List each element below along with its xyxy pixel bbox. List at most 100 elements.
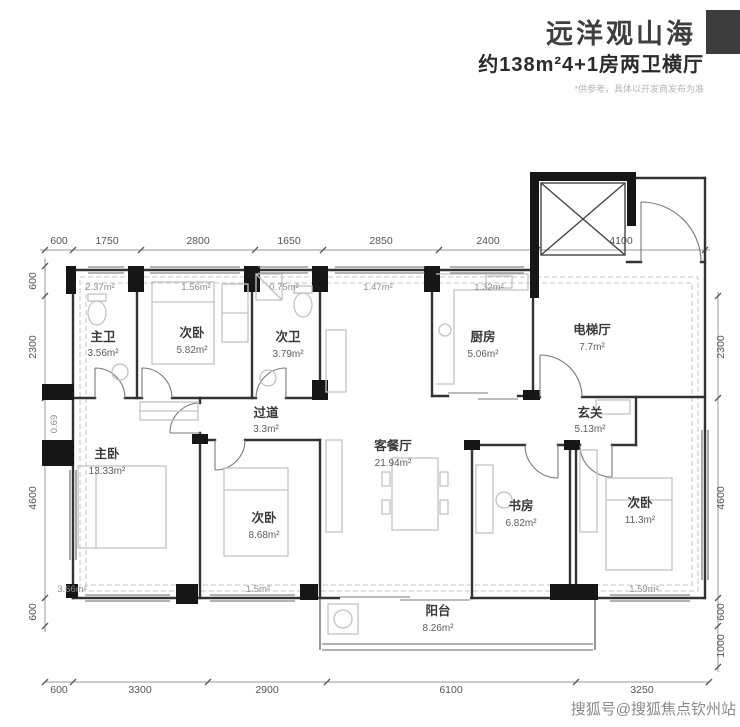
dimension-lines (40, 246, 722, 686)
desk-icon (475, 464, 513, 534)
dimension-numbers-bottom: 600 3300 2900 6100 3250 (50, 684, 654, 696)
room-name: 阳台 (425, 603, 450, 618)
brand-badge (706, 10, 740, 54)
room-area: 21.94m² (375, 458, 412, 469)
dim-bottom-4: 3250 (630, 684, 654, 696)
room-label-balcony: 阳台 8.26m² (422, 603, 454, 634)
dim-bottom-1: 3300 (128, 684, 152, 696)
bed-icon (223, 467, 289, 557)
doors (94, 201, 702, 479)
dim-left-3: 600 (27, 603, 39, 621)
unit-spec: 约138m²4+1房两卫横厅 (478, 54, 704, 76)
door-master-bath (94, 367, 126, 399)
dim-left-2: 4600 (27, 486, 39, 510)
room-area: 11.3m² (625, 515, 656, 526)
dim-bottom-3: 6100 (439, 684, 463, 696)
room-label-master-bedroom: 主卧 13.33m² (89, 446, 126, 477)
room-label-bedroom2: 次卧 5.82m² (176, 325, 208, 356)
shoe-cabinet-icon (595, 399, 631, 415)
dim-right-1: 4600 (715, 486, 727, 510)
door-bedroom2 (141, 367, 173, 399)
door-master-bedroom (169, 402, 201, 434)
room-name: 厨房 (470, 329, 495, 344)
room-area: 8.68m² (248, 530, 280, 541)
room-label-bath2: 次卫 3.79m² (272, 329, 304, 360)
dim-right-0: 2300 (715, 335, 727, 359)
room-name: 电梯厅 (573, 322, 611, 337)
project-title: 远洋观山海 (546, 19, 696, 49)
dim-top-2: 2800 (186, 235, 210, 247)
header: 远洋观山海 约138m²4+1房两卫横厅 *供参考，具体以开发商发布为准 (0, 0, 740, 110)
inner-dimension-labels: 2.37m² 1.56m² 0.75m² 1.47m² 1.32m² 3.66m… (49, 282, 659, 595)
dimension-numbers-top: 600 1750 2800 1650 2850 2400 4100 (50, 235, 633, 247)
room-name: 次卧 (251, 510, 277, 525)
door-building-entry (640, 201, 702, 263)
room-area: 5.13m² (574, 424, 606, 435)
bed-icon (605, 477, 673, 571)
kitchen-counter-icon (436, 273, 529, 385)
wardrobe-icon (221, 283, 249, 343)
dim-right-2: 600 (715, 603, 727, 621)
room-label-elevator-hall: 电梯厅 7.7m² (573, 322, 611, 353)
room-area: 5.82m² (176, 345, 208, 356)
room-area: 3.3m² (253, 424, 279, 435)
dim-bottom-0: 600 (50, 684, 68, 696)
room-label-bedroom4: 次卧 11.3m² (625, 495, 656, 526)
dim-left-0: 600 (27, 272, 39, 290)
door-bedroom3 (214, 439, 246, 471)
room-name: 主卫 (90, 329, 116, 344)
door-entry-foyer (539, 354, 583, 398)
room-name: 次卫 (275, 329, 301, 344)
room-labels: 主卫 3.56m² 次卧 5.82m² 次卫 3.79m² 厨房 5.06m² … (87, 322, 655, 634)
room-label-bedroom3: 次卧 8.68m² (248, 510, 280, 541)
dim-top-5: 2400 (476, 235, 500, 247)
room-label-kitchen: 厨房 5.06m² (467, 329, 499, 360)
inner-dim-top-1: 1.56m² (181, 282, 211, 293)
dim-top-1: 1750 (95, 235, 119, 247)
wardrobe-icon (139, 401, 199, 421)
room-label-corridor: 过道 3.3m² (253, 405, 279, 435)
room-area: 13.33m² (89, 466, 126, 477)
elevator-shaft-icon (540, 182, 626, 256)
toilet-icon (87, 293, 107, 326)
room-label-study: 书房 6.82m² (505, 498, 537, 529)
room-name: 玄关 (577, 405, 603, 420)
door-study (524, 444, 559, 479)
room-area: 3.79m² (272, 349, 304, 360)
inner-dim-left-niche: 0.69 (49, 415, 60, 434)
bed-icon (151, 281, 215, 365)
dim-top-6: 4100 (609, 235, 633, 247)
disclaimer-note: *供参考，具体以开发商发布为准 (574, 84, 704, 94)
dim-left-1: 2300 (27, 335, 39, 359)
sink-icon (111, 363, 129, 381)
inner-dim-top-2: 0.75m² (269, 282, 299, 293)
inner-dim-top-0: 2.37m² (85, 282, 115, 293)
sofa-icon (325, 439, 343, 533)
cabinet-icon (325, 329, 347, 393)
furniture (77, 273, 673, 635)
balcony-slider-door (340, 594, 470, 602)
toilet-icon (293, 285, 313, 318)
dim-top-3: 1650 (277, 235, 301, 247)
room-name: 过道 (253, 405, 279, 420)
watermark: 搜狐号@搜狐焦点钦州站 (570, 701, 736, 718)
room-area: 5.06m² (467, 349, 499, 360)
shower-icon (255, 273, 283, 301)
washer-icon (327, 603, 359, 635)
door-bath2 (255, 367, 287, 399)
dining-table-icon (381, 457, 449, 531)
inner-dim-bottom-1: 1.5m² (246, 584, 270, 595)
inner-dim-bottom-0: 3.66m² (57, 584, 87, 595)
bed-icon (77, 465, 167, 549)
dimension-numbers-right: 2300 4600 600 1000 (715, 335, 727, 658)
door-kitchen-slider (448, 392, 518, 400)
dim-top-0: 600 (50, 235, 68, 247)
room-area: 8.26m² (422, 623, 454, 634)
room-area: 3.56m² (87, 348, 119, 359)
dim-top-4: 2850 (369, 235, 393, 247)
inner-dim-bottom-2: 1.59m² (629, 584, 659, 595)
room-name: 书房 (508, 498, 533, 513)
room-label-foyer: 玄关 5.13m² (574, 405, 606, 435)
room-area: 7.7m² (579, 342, 605, 353)
